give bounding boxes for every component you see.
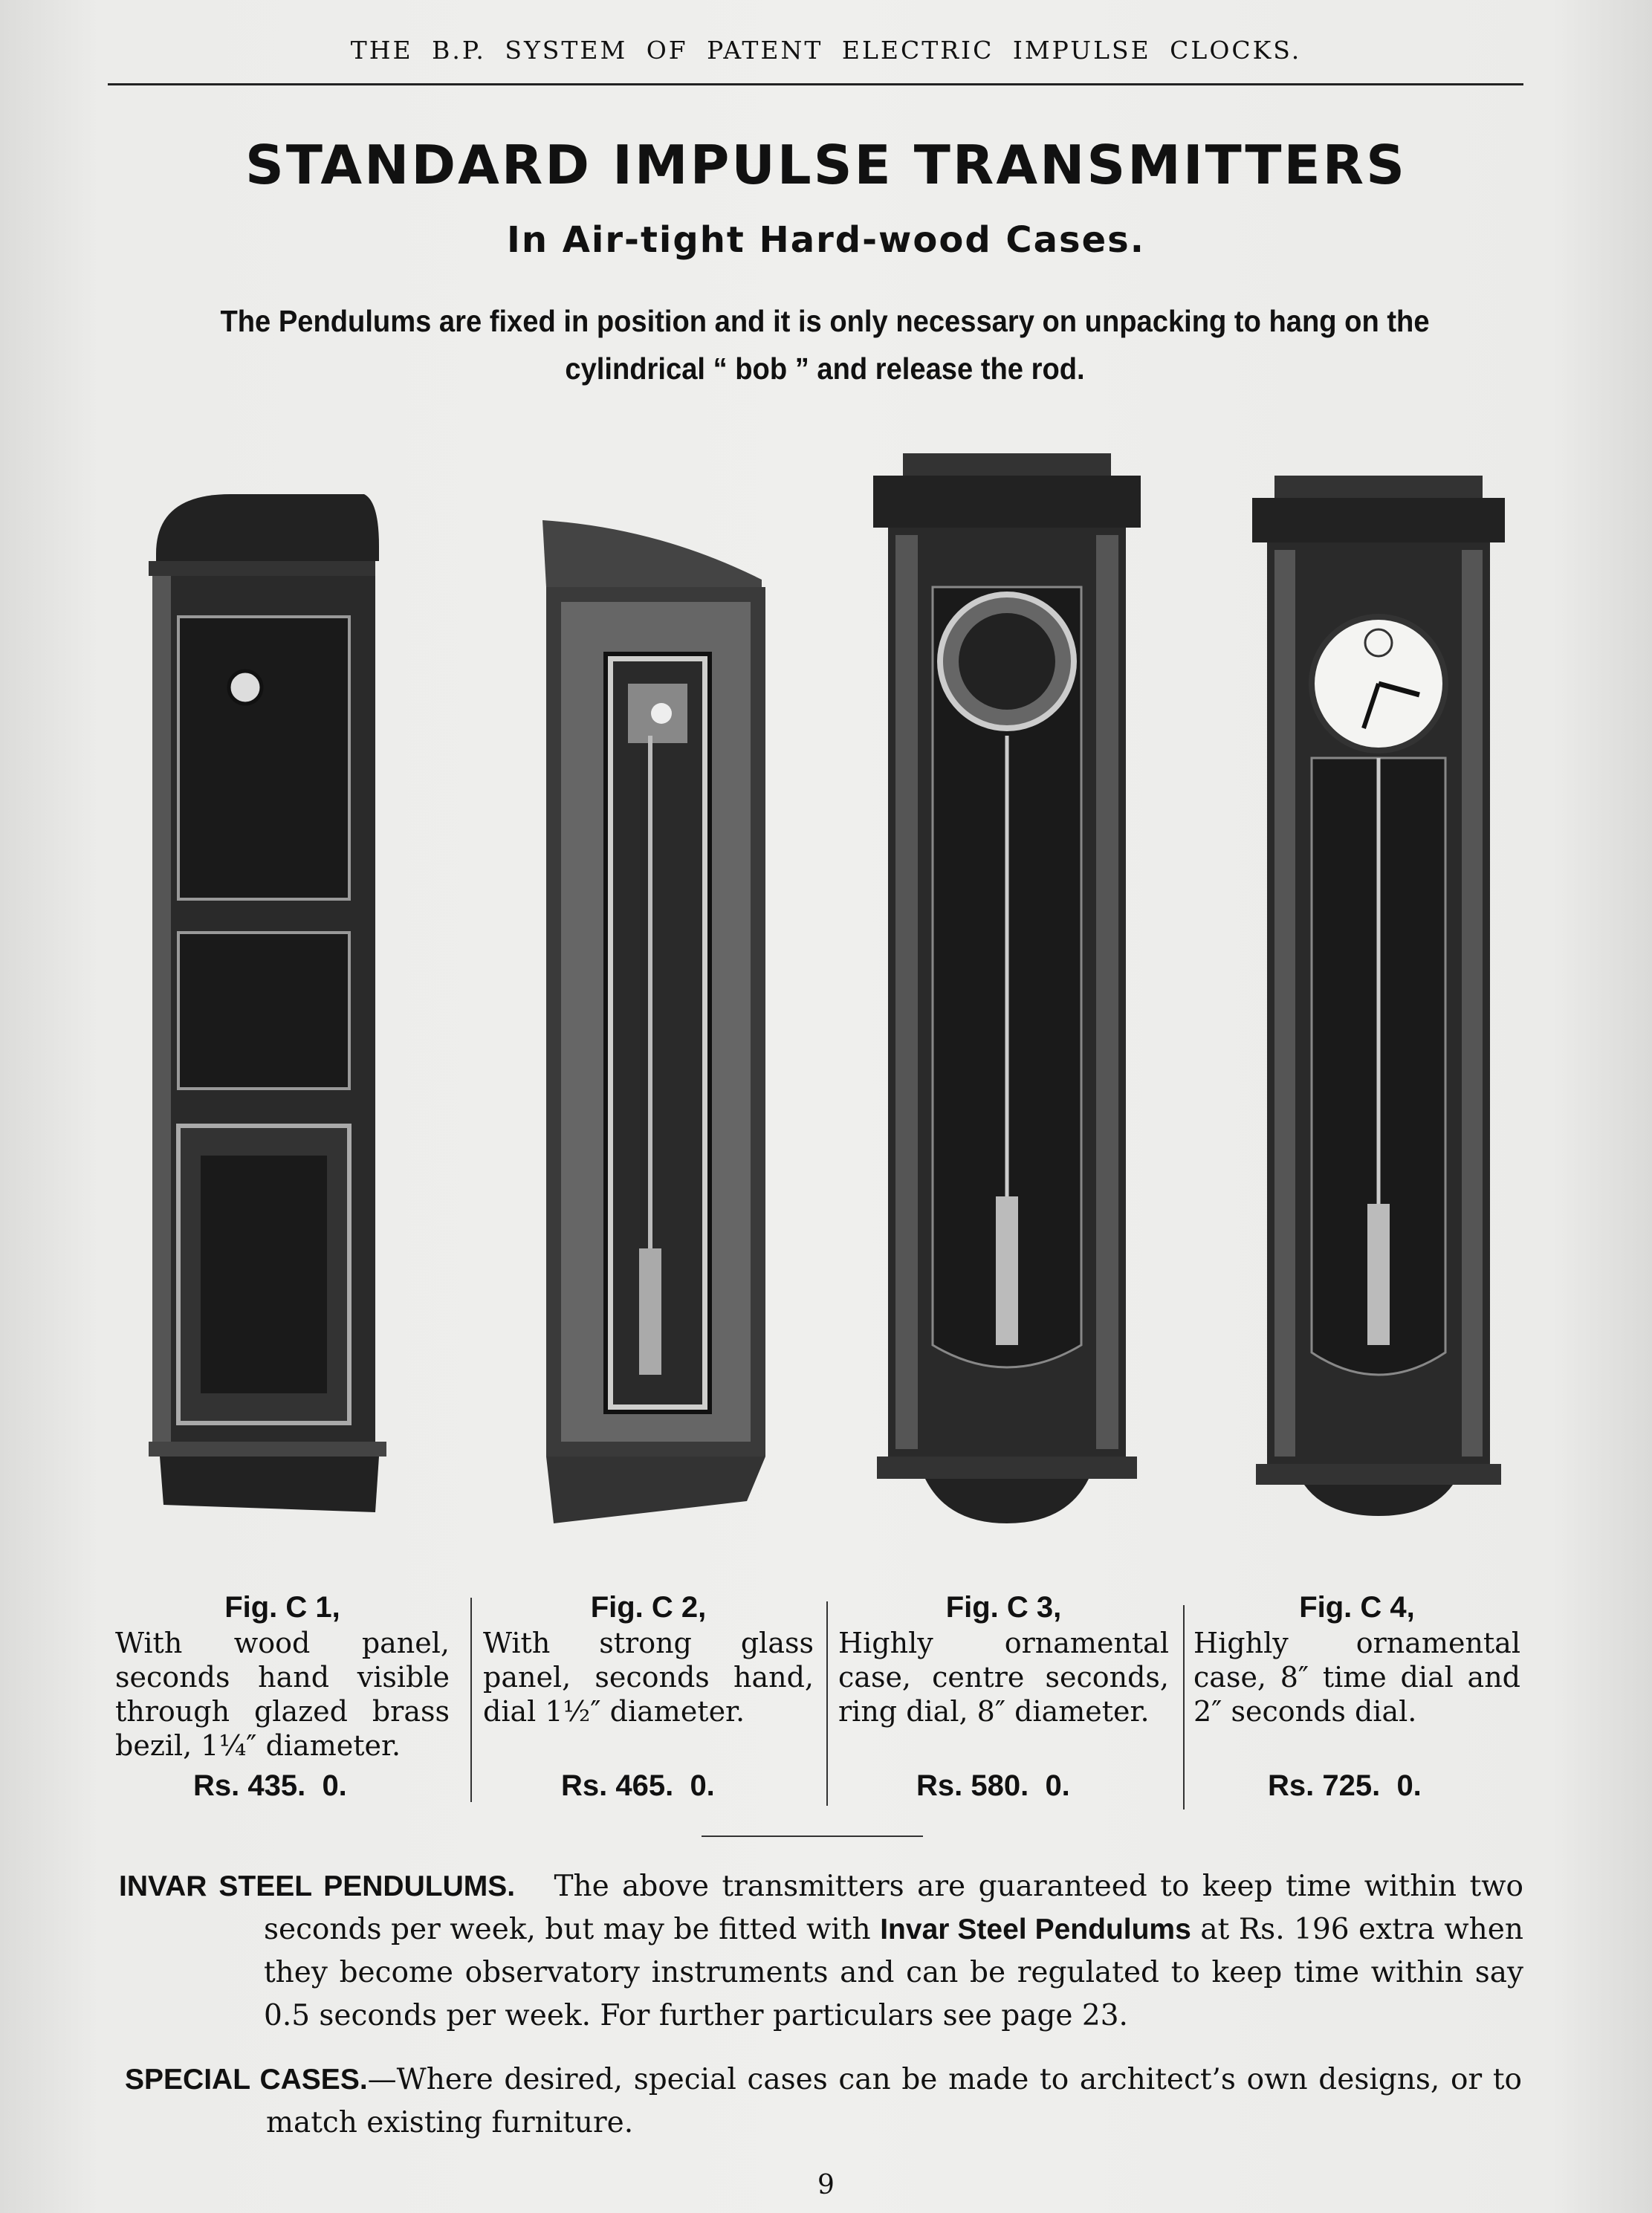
page-subtitle: In Air-tight Hard-wood Cases. (507, 219, 1145, 261)
page-title: STANDARD IMPULSE TRANSMITTERS (245, 134, 1407, 196)
header-rule (108, 83, 1523, 85)
invar-paragraph: INVAR STEEL PENDULUMS. The above transmi… (119, 1865, 1523, 2038)
clock-illustration-c4 (1252, 476, 1505, 1516)
figure-description: With wood panel, seconds hand visible th… (115, 1627, 450, 1762)
invar-text-2: at Rs. 196 extra when they become observ… (264, 1913, 1523, 2032)
figure-description: Highly ornamental case, 8″ time dial and… (1193, 1627, 1520, 1728)
page-number: 9 (817, 2170, 835, 2200)
figure-caption-c4: Fig. C 4, Highly ornamental case, 8″ tim… (1193, 1590, 1520, 1802)
figure-price: Rs. 435. 0. (193, 1769, 347, 1802)
intro-paragraph: The Pendulums are fixed in position and … (175, 297, 1474, 392)
special-text: —Where desired, special cases can be mad… (266, 2063, 1523, 2139)
column-divider (470, 1598, 472, 1802)
figure-caption-c1: Fig. C 1, With wood panel, seconds hand … (115, 1590, 450, 1802)
figure-price: Rs. 465. 0. (561, 1769, 715, 1802)
figure-price: Rs. 580. 0. (916, 1769, 1070, 1802)
invar-text-1: The above transmitters are guaranteed to… (264, 1870, 1523, 1946)
figure-description: With strong glass panel, seconds hand, d… (483, 1627, 814, 1728)
section-rule (702, 1835, 923, 1837)
figure-caption-c3: Fig. C 3, Highly ornamental case, centre… (838, 1590, 1169, 1802)
clock-illustration-c3 (873, 453, 1141, 1523)
figure-price: Rs. 725. 0. (1268, 1769, 1422, 1802)
invar-heading: INVAR STEEL PENDULUMS. (119, 1870, 516, 1902)
figure-description: Highly ornamental case, centre seconds, … (838, 1627, 1169, 1728)
running-head: THE B.P. SYSTEM OF PATENT ELECTRIC IMPUL… (350, 36, 1302, 65)
special-cases-paragraph: SPECIAL CASES.—Where desired, special ca… (125, 2058, 1522, 2145)
column-divider (826, 1601, 828, 1806)
clock-illustration-c1 (149, 494, 386, 1512)
figure-label: Fig. C 2, (590, 1591, 707, 1624)
special-heading: SPECIAL CASES. (125, 2064, 368, 2096)
figure-caption-c2: Fig. C 2, With strong glass panel, secon… (483, 1590, 814, 1802)
intro-line-2: cylindrical “ bob ” and release the rod. (565, 351, 1085, 386)
invar-bold: Invar Steel Pendulums (880, 1914, 1191, 1945)
intro-line-1: The Pendulums are fixed in position and … (220, 304, 1430, 338)
figure-label: Fig. C 1, (224, 1591, 340, 1624)
column-divider (1183, 1605, 1185, 1809)
figure-label: Fig. C 4, (1299, 1591, 1415, 1624)
clock-illustration-c2 (542, 520, 765, 1523)
figure-label: Fig. C 3, (945, 1591, 1062, 1624)
